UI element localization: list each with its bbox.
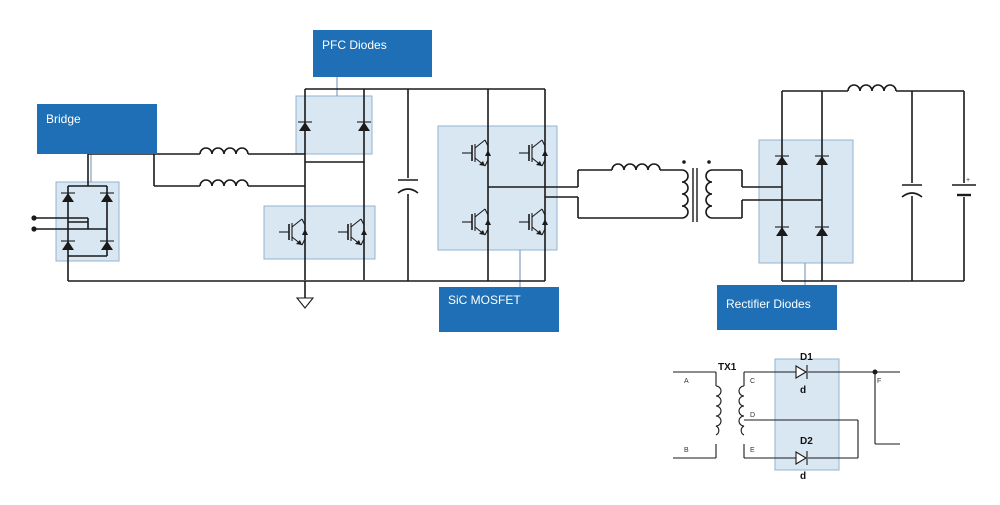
pin-c-label: C [750, 378, 755, 385]
pin-b-label: B [684, 447, 689, 454]
pfc-diodes-label: PFC Diodes [322, 38, 387, 52]
transformer-icon [681, 160, 713, 222]
tx1-label: TX1 [718, 362, 737, 373]
rectifier-diodes-callout: Rectifier Diodes [717, 285, 837, 330]
bridge-callout: Bridge [37, 104, 157, 154]
inductor-icon [199, 147, 249, 155]
diode-icon [795, 451, 808, 465]
sic-mosfet-highlight [437, 125, 558, 251]
rectifier-diodes-label: Rectifier Diodes [726, 297, 811, 311]
d2-sub-label: d [800, 471, 806, 482]
ground-icon [295, 297, 315, 309]
svg-text:+: + [966, 177, 970, 184]
capacitor-icon [397, 179, 419, 194]
sic-mosfet-label: SiC MOSFET [448, 293, 521, 307]
pin-e-label: E [750, 447, 755, 454]
pfc-diodes-callout: PFC Diodes [313, 30, 432, 77]
pin-f-label: F [877, 378, 881, 385]
pin-d-label: D [750, 412, 755, 419]
inductor-icon [199, 179, 249, 187]
sic-mosfet-callout: SiC MOSFET [439, 287, 559, 332]
bridge-label: Bridge [46, 112, 81, 126]
center-tap-rectifier-inset [673, 365, 900, 465]
d1-sub-label: d [800, 385, 806, 396]
bridge-rectifier [31, 154, 115, 281]
d1-label: D1 [800, 352, 813, 363]
d2-label: D2 [800, 436, 813, 447]
diode-icon [795, 365, 808, 379]
battery-icon: + [952, 177, 976, 197]
capacitor-icon [901, 184, 923, 198]
inductor-icon [611, 163, 661, 171]
inductor-icon [847, 84, 897, 92]
rectifier-diodes-highlight [758, 139, 854, 264]
pfc-diodes-highlight [295, 95, 373, 155]
pin-a-label: A [684, 378, 689, 385]
